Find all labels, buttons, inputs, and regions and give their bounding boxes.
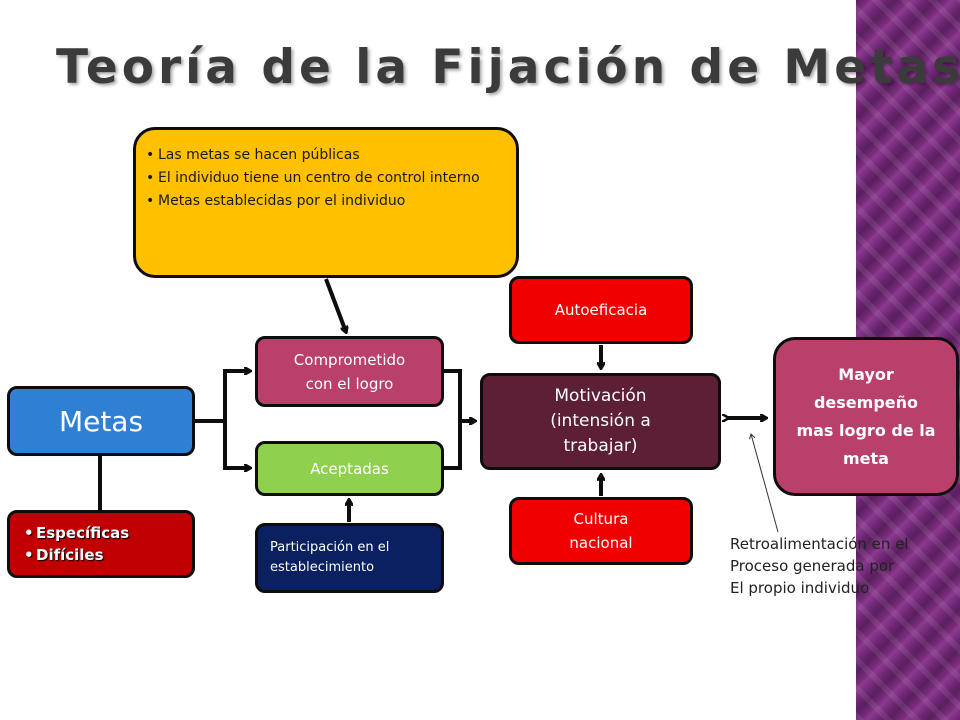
metas-to-comprometido-arrow (223, 371, 250, 421)
condition-item: El individuo tiene un centro de control … (146, 167, 480, 190)
conditions-to-comprometido-arrow (324, 278, 346, 332)
comprometido-box: Comprometido con el logro (255, 336, 444, 407)
autoeficacia-box: Autoeficacia (509, 276, 693, 344)
condition-item: Metas establecidas por el individuo (146, 190, 480, 213)
merge-bracket (444, 369, 462, 470)
feedback-arrow (751, 434, 779, 533)
attributes-box: Específicas Difíciles (7, 510, 195, 578)
autoeficacia-label: Autoeficacia (554, 301, 648, 319)
motivacion-box: Motivación (intensión a trabajar) (480, 373, 721, 470)
participacion-box: Participación en el establecimiento (255, 523, 444, 593)
feedback-note: Retroalimentación en el Proceso generada… (730, 535, 909, 597)
attributes-list: Específicas Difíciles (24, 522, 129, 566)
resultado-box: Mayor desempeño mas logro de la meta (773, 337, 959, 496)
metas-box: Metas (7, 386, 195, 456)
cultura-box: Cultura nacional (509, 497, 693, 565)
conditions-list: Las metas se hacen públicas El individuo… (146, 144, 480, 213)
attribute-item: Difíciles (24, 544, 129, 566)
conditions-box: Las metas se hacen públicas El individuo… (133, 127, 519, 278)
participacion-label: Participación en el establecimiento (270, 540, 390, 575)
condition-item: Las metas se hacen públicas (146, 144, 480, 167)
aceptadas-box: Aceptadas (255, 441, 444, 496)
comprometido-label: Comprometido con el logro (293, 350, 406, 393)
motivacion-label: Motivación (intensión a trabajar) (550, 386, 651, 456)
metas-to-aceptadas-arrow (223, 421, 250, 468)
metas-label: Metas (58, 404, 144, 438)
cultura-label: Cultura nacional (569, 510, 633, 552)
attribute-item: Específicas (24, 522, 129, 544)
resultado-label: Mayor desempeño mas logro de la meta (796, 364, 936, 468)
aceptadas-label: Aceptadas (310, 459, 389, 478)
slide-title: Teoría de la Fijación de Metas (56, 40, 960, 95)
